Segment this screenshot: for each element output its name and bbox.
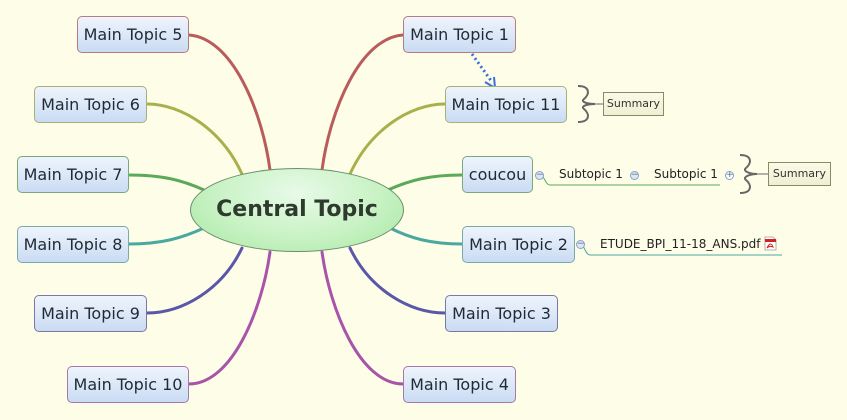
branch-main-topic-11	[348, 102, 447, 176]
topic-main-topic-3[interactable]: Main Topic 3	[445, 295, 558, 332]
branch-coucou	[386, 173, 464, 192]
topic-main-topic-4[interactable]: Main Topic 4	[403, 366, 516, 403]
branch-main-topic-2	[388, 226, 464, 246]
branch-main-topic-8	[127, 226, 206, 246]
topic-main-topic-1[interactable]: Main Topic 1	[403, 16, 516, 53]
subtopic-1[interactable]: Subtopic 1	[559, 167, 623, 181]
topic-main-topic-2[interactable]: Main Topic 2	[462, 226, 575, 263]
branch-main-topic-1	[320, 33, 405, 172]
branch-main-topic-10	[187, 250, 272, 386]
expand-button-subtopic[interactable]: +	[725, 170, 734, 180]
branch-main-topic-5	[187, 33, 272, 172]
branch-main-topic-3	[348, 246, 447, 315]
topic-main-topic-6[interactable]: Main Topic 6	[34, 86, 147, 123]
branch-main-topic-6	[145, 102, 244, 176]
topic-main-topic-7[interactable]: Main Topic 7	[17, 156, 129, 193]
topic-main-topic-5[interactable]: Main Topic 5	[77, 16, 189, 53]
collapse-button-subtopic-1[interactable]: −	[630, 170, 639, 180]
branch-main-topic-7	[127, 173, 206, 192]
collapse-button-topic-2[interactable]: −	[576, 239, 585, 249]
topic-main-topic-10[interactable]: Main Topic 10	[67, 366, 189, 403]
topic-coucou[interactable]: coucou	[462, 156, 533, 193]
central-topic[interactable]: Central Topic	[190, 168, 404, 252]
summary-brace-1	[577, 85, 596, 123]
collapse-button-coucou[interactable]: −	[535, 170, 544, 180]
attachment-pdf[interactable]: ETUDE_BPI_11-18_ANS.pdf	[600, 237, 761, 251]
relationship-arrow	[470, 53, 494, 83]
summary-coucou[interactable]: Summary	[768, 162, 831, 186]
branch-main-topic-4	[320, 250, 405, 386]
branch-main-topic-9	[145, 246, 244, 315]
topic-main-topic-9[interactable]: Main Topic 9	[34, 295, 147, 332]
summary-topic-11[interactable]: Summary	[603, 92, 664, 116]
pdf-icon	[764, 236, 777, 251]
subtopic-1-child[interactable]: Subtopic 1	[654, 167, 718, 181]
topic-main-topic-11[interactable]: Main Topic 11	[445, 86, 567, 123]
topic-main-topic-8[interactable]: Main Topic 8	[17, 226, 129, 263]
summary-brace-2	[739, 154, 758, 194]
